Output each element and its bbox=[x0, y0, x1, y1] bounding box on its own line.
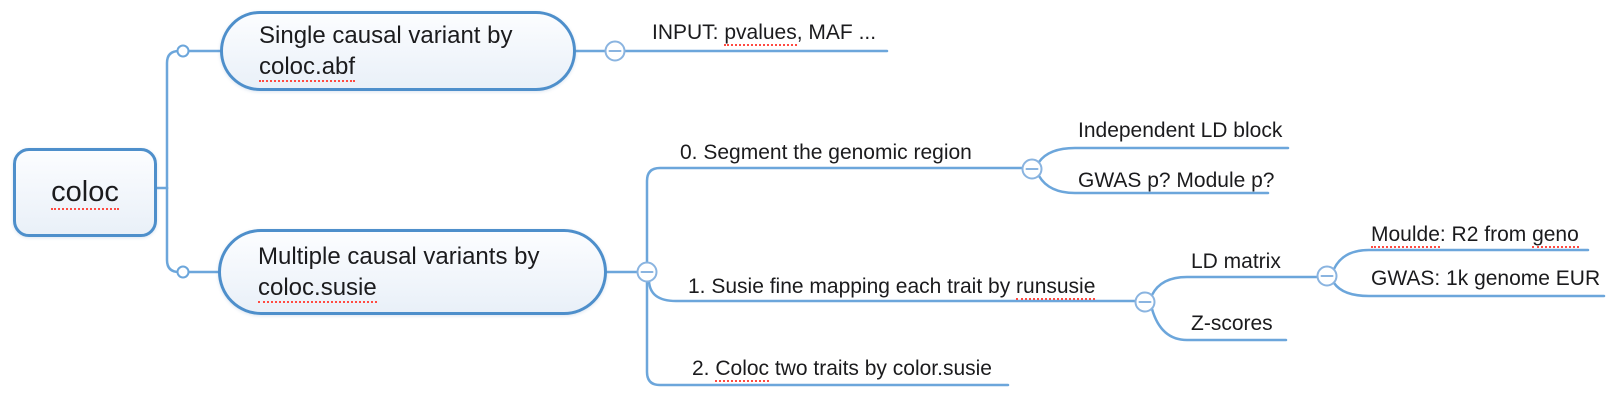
text-segment: Z-scores bbox=[1191, 312, 1273, 335]
collapse-button-topic-single[interactable] bbox=[604, 40, 626, 62]
underline-z-scores-node bbox=[1150, 307, 1288, 342]
collapse-button-ld-matrix[interactable] bbox=[1316, 265, 1338, 287]
branch-dot-top bbox=[176, 44, 190, 58]
subtopic-gwas-1k-genome[interactable]: GWAS: 1k genome EUR bbox=[1371, 267, 1600, 291]
underline-susie-mapping-node bbox=[647, 279, 1138, 303]
text-segment: INPUT: bbox=[652, 21, 725, 44]
collapse-button-topic-multiple[interactable] bbox=[636, 261, 658, 283]
misspelled-word: Coloc bbox=[715, 357, 770, 382]
subtopic-moulde-r2[interactable]: Moulde: R2 from geno bbox=[1371, 223, 1579, 248]
misspelled-word: pvalues bbox=[724, 21, 797, 46]
text-segment: : R2 from bbox=[1439, 223, 1533, 246]
root-label: coloc bbox=[51, 176, 119, 210]
misspelled-word: coloc.susie bbox=[258, 274, 377, 303]
collapse-button-susie-mapping[interactable] bbox=[1134, 291, 1156, 313]
underline-gwas-1k-node bbox=[1332, 281, 1606, 298]
topic-label-line: coloc.susie bbox=[258, 272, 604, 303]
topic-label-line: Multiple causal variants by bbox=[258, 241, 604, 272]
topic-label-line: coloc.abf bbox=[259, 51, 573, 82]
text-segment: Multiple causal variants by bbox=[258, 243, 540, 270]
subtopic-segment-region[interactable]: 0. Segment the genomic region bbox=[680, 141, 972, 165]
connector-root-to-topic-multiple bbox=[165, 186, 221, 274]
misspelled-word: coloc.abf bbox=[259, 53, 356, 82]
root-node-coloc[interactable]: coloc bbox=[13, 148, 157, 237]
text-segment: GWAS: 1k genome EUR bbox=[1371, 267, 1601, 290]
subtopic-z-scores[interactable]: Z-scores bbox=[1191, 312, 1273, 336]
subtopic-gwas-module-p[interactable]: GWAS p? Module p? bbox=[1078, 169, 1275, 193]
subtopic-susie-mapping[interactable]: 1. Susie fine mapping each trait by runs… bbox=[688, 275, 1096, 300]
text-segment: LD matrix bbox=[1191, 250, 1281, 273]
branch-dot-bottom bbox=[176, 265, 190, 279]
underline-ld-matrix-node bbox=[1150, 275, 1320, 297]
text-segment: 1. Susie fine mapping each trait by bbox=[688, 275, 1017, 298]
text-segment: 0. Segment the genomic region bbox=[680, 141, 972, 164]
collapse-button-segment-region[interactable] bbox=[1021, 158, 1043, 180]
text-segment: , MAF ... bbox=[796, 21, 877, 44]
misspelled-word: runsusie bbox=[1016, 275, 1096, 300]
topic-single-causal-variant[interactable]: Single causal variant by coloc.abf bbox=[220, 11, 576, 91]
text-segment: 2. bbox=[692, 357, 716, 380]
underline-gwas-module-node bbox=[1037, 174, 1270, 195]
topic-label-line: Single causal variant by bbox=[259, 20, 573, 51]
misspelled-word: geno bbox=[1532, 223, 1579, 248]
text-segment: two traits by color.susie bbox=[769, 357, 992, 380]
text-segment: Single causal variant by bbox=[259, 22, 513, 49]
subtopic-coloc-two-traits[interactable]: 2. Coloc two traits by color.susie bbox=[692, 357, 992, 382]
subtopic-ld-matrix[interactable]: LD matrix bbox=[1191, 250, 1281, 274]
underline-moulde-node bbox=[1332, 248, 1590, 271]
connector-root-to-topic-single bbox=[165, 49, 223, 190]
misspelled-word: Moulde bbox=[1371, 223, 1440, 248]
subtopic-input-pvalues[interactable]: INPUT: pvalues, MAF ... bbox=[652, 21, 877, 46]
misspelled-word: coloc bbox=[51, 176, 119, 210]
subtopic-independent-ld[interactable]: Independent LD block bbox=[1078, 119, 1282, 143]
text-segment: GWAS p? Module p? bbox=[1078, 169, 1275, 192]
text-segment: Independent LD block bbox=[1078, 119, 1283, 142]
underline-independent-ld-node bbox=[1037, 146, 1290, 164]
topic-multiple-causal-variants[interactable]: Multiple causal variants by coloc.susie bbox=[218, 229, 607, 315]
